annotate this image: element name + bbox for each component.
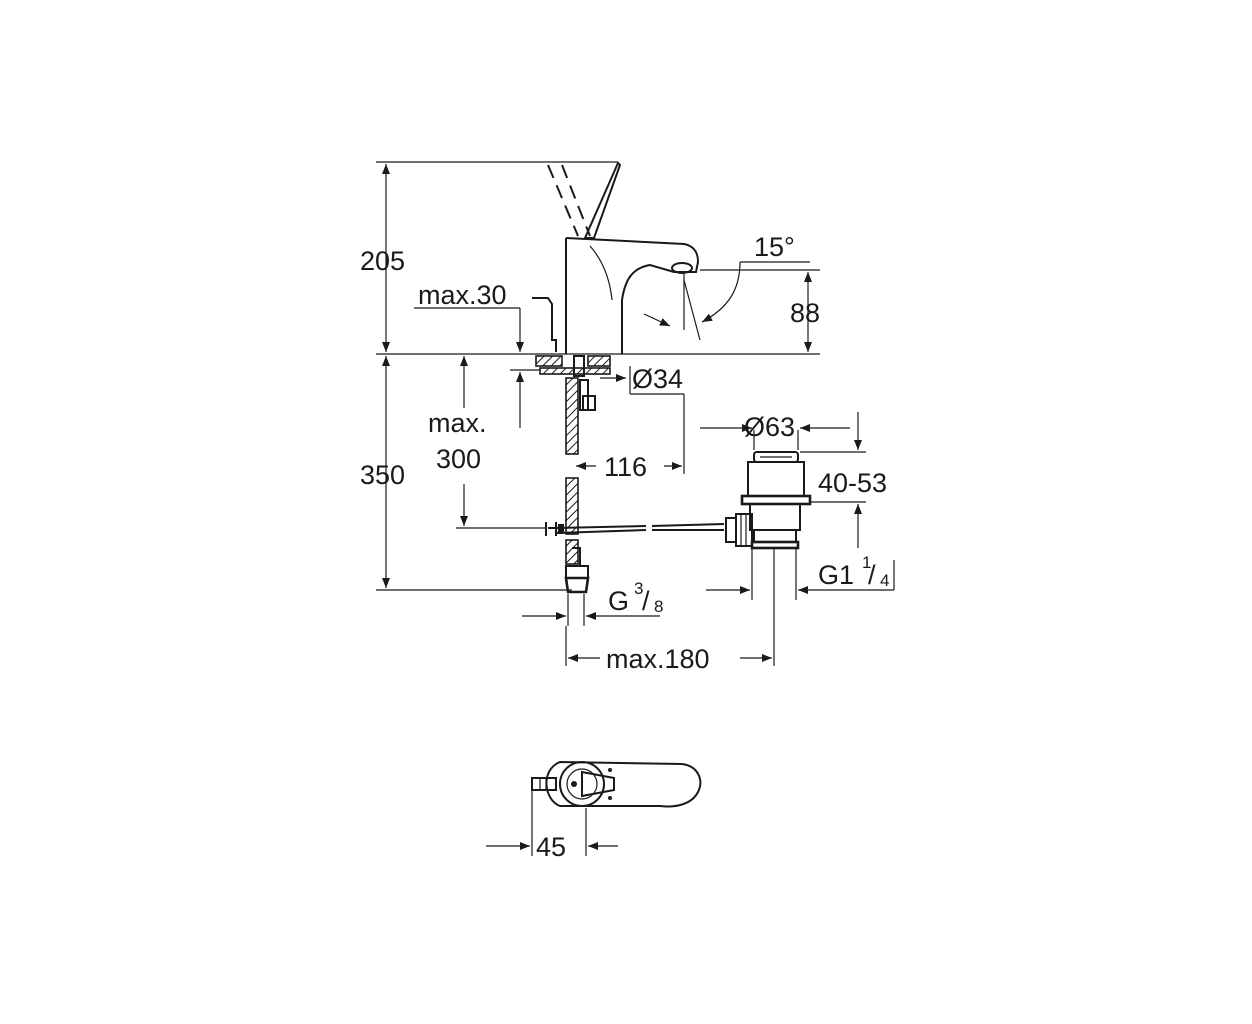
label-350: 350 [360,460,405,490]
label-g1-1-4-slash: / [868,560,876,590]
dimension-lines [376,164,895,666]
label-g-3-8: G [608,586,629,616]
label-g-3-8-slash: / [642,586,650,616]
label-15-degrees: 15° [754,232,795,262]
label-g1-1-4-numerator: 1 [862,553,871,572]
label-g-3-8-denominator: 8 [654,597,663,616]
faucet-top-view [486,760,702,856]
label-max-30: max.30 [418,280,507,310]
label-88: 88 [790,298,820,328]
dimension-labels: 205 max.30 15° 88 Ø34 max. 300 350 116 Ø… [360,232,889,862]
label-diameter-34: Ø34 [632,364,683,394]
label-116: 116 [604,452,647,482]
faucet-side-view [376,161,820,594]
label-g1-1-4: G1 [818,560,854,590]
label-max-300-line1: max. [428,408,487,438]
label-g1-1-4-denominator: 4 [880,571,889,590]
label-diameter-63: Ø63 [744,412,795,442]
label-205: 205 [360,246,405,276]
waste-assembly [725,451,812,550]
label-45: 45 [536,832,566,862]
label-max-180: max.180 [606,644,710,674]
label-max-300-line2: 300 [436,444,481,474]
label-g-3-8-numerator: 3 [634,579,643,598]
label-40-53: 40-53 [818,468,887,498]
